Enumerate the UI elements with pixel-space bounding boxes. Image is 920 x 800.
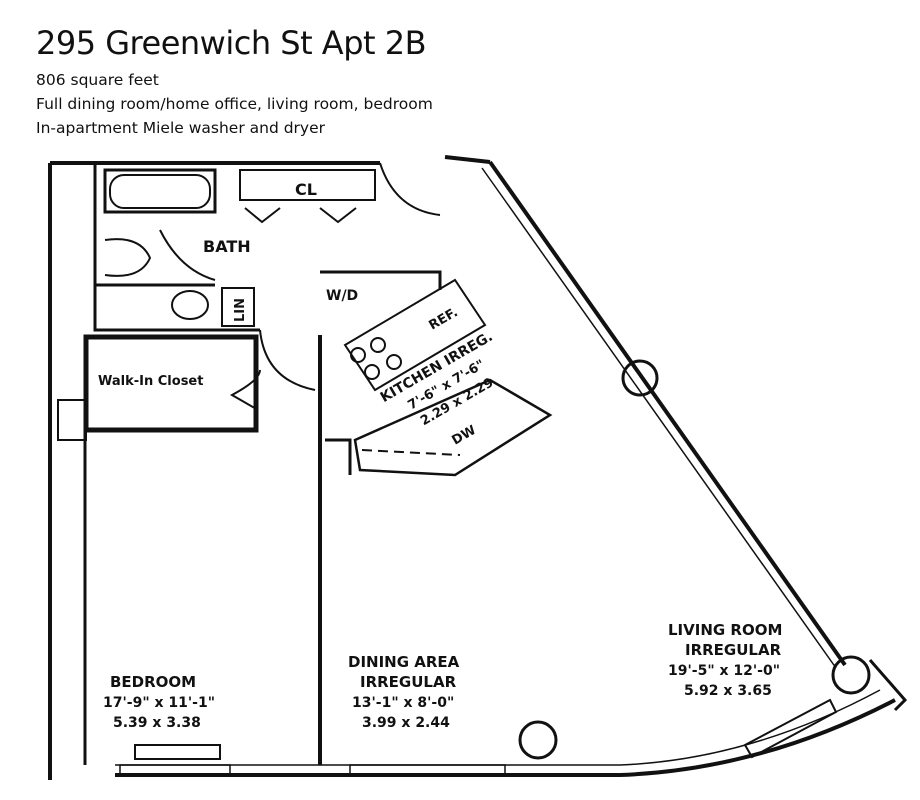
laundry-note: In-apartment Miele washer and dryer <box>36 119 326 137</box>
column-dining <box>518 720 558 760</box>
listing-title: 295 Greenwich St Apt 2B <box>36 24 427 62</box>
diagonal-window-wall-inner <box>481 167 837 669</box>
dining-name: DINING AREA <box>348 653 460 671</box>
island-dashed <box>361 449 461 456</box>
bath-wall <box>93 163 260 332</box>
tub <box>103 168 217 214</box>
bath-door-swing <box>159 229 216 281</box>
living-metric: 5.92 x 3.65 <box>684 683 772 699</box>
walk-in-closet-outline <box>83 334 259 433</box>
room-summary: Full dining room/home office, living roo… <box>36 95 433 113</box>
linen-label: LIN <box>233 298 248 322</box>
dining-irregular: IRREGULAR <box>360 673 457 691</box>
walk-in-door-swing <box>229 369 261 411</box>
closet-door-right <box>319 207 357 224</box>
washer-dryer-label: W/D <box>326 288 358 304</box>
window-sill-2 <box>349 764 506 776</box>
square-footage: 806 square feet <box>36 71 159 89</box>
corner-wall <box>868 659 908 712</box>
bedroom-door-swing <box>259 329 316 391</box>
radiator-living <box>743 698 838 759</box>
door-swing-entry <box>379 162 441 216</box>
linen-closet <box>221 287 255 327</box>
walk-in-closet-label: Walk-In Closet <box>98 374 203 389</box>
refrigerator-label: REF. <box>427 305 461 333</box>
bottom-wall <box>115 698 896 777</box>
tub-inner <box>109 174 211 209</box>
outer-wall-top-right <box>444 155 491 164</box>
living-name: LIVING ROOM <box>668 621 782 639</box>
column-corner <box>831 655 871 695</box>
closet-label: CL <box>295 180 317 199</box>
radiator-bedroom <box>134 744 221 760</box>
burner-2 <box>370 337 386 353</box>
dining-imperial: 13'-1" x 8'-0" <box>352 695 454 711</box>
wall-column-left <box>57 399 87 441</box>
wd-wall <box>320 270 442 290</box>
closet-door-left <box>244 207 281 224</box>
window-sill-1 <box>119 764 231 776</box>
living-imperial: 19'-5" x 12'-0" <box>668 663 780 679</box>
living-irregular: IRREGULAR <box>685 641 782 659</box>
bedroom-name: BEDROOM <box>110 673 196 691</box>
dining-wall-stub <box>325 438 352 475</box>
kitchen-label-group: KITCHEN IRREG. 7'-6" x 7'-6" 2.29 x 2.29 <box>378 329 497 429</box>
bath-label: BATH <box>203 237 251 256</box>
diagonal-window-wall <box>488 160 847 667</box>
column-living <box>621 359 659 397</box>
dining-metric: 3.99 x 2.44 <box>362 715 450 731</box>
burner-1 <box>350 347 366 363</box>
toilet <box>104 238 152 277</box>
sink <box>171 290 209 320</box>
bedroom-metric: 5.39 x 3.38 <box>113 715 201 731</box>
kitchen-island <box>353 378 553 477</box>
burner-3 <box>364 364 380 380</box>
listing-header: 295 Greenwich St Apt 2B 806 square feet … <box>36 24 433 140</box>
bottom-wall-inner <box>115 689 881 766</box>
closet-wall <box>239 169 376 201</box>
bedroom-imperial: 17'-9" x 11'-1" <box>103 695 215 711</box>
dishwasher-label: DW <box>450 423 479 449</box>
burner-4 <box>386 354 402 370</box>
